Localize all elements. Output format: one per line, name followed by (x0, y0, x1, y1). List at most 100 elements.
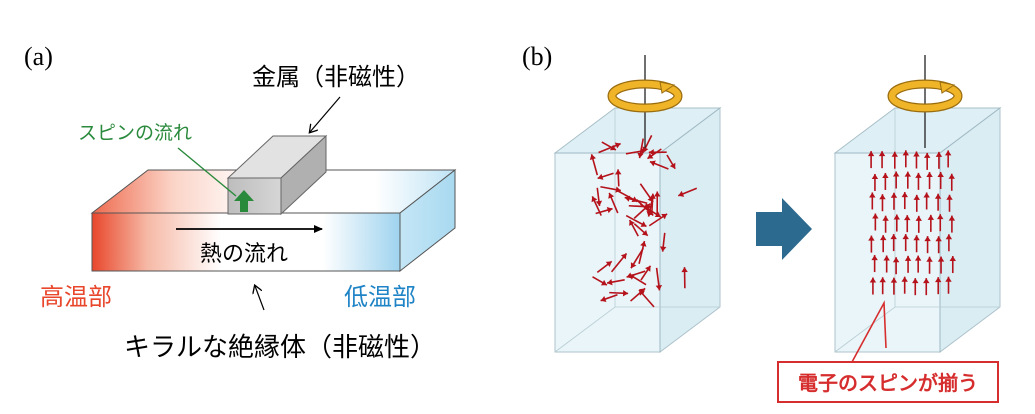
spin-arrow-head (600, 295, 607, 303)
spin-arrow-head (926, 172, 933, 178)
spin-arrow-head (647, 153, 654, 159)
spin-arrow-head (641, 229, 648, 236)
spin-arrow-head (915, 215, 922, 221)
spin-arrow-head (904, 171, 912, 177)
metal-label: 金属（非磁性） (252, 63, 420, 91)
spin-arrow-head (879, 235, 887, 241)
spin-arrow-head (923, 152, 931, 158)
spin-arrow-head (901, 192, 908, 198)
panel-b-label: (b) (522, 42, 552, 71)
spin-arrow-head (609, 144, 616, 151)
spin-arrow-head (902, 234, 909, 240)
spin-arrow-head (640, 148, 647, 155)
insulator-label: キラルな絶縁体（非磁性） (124, 333, 436, 363)
spin-arrow-head (591, 196, 598, 203)
spin-arrow-head (654, 191, 661, 197)
spin-arrow-head (660, 246, 667, 252)
spin-arrow-head (914, 255, 922, 261)
spin-arrow-head (655, 285, 663, 291)
spin-arrow-head (949, 256, 956, 262)
spin-arrow-head (589, 154, 596, 160)
spin-arrow-head (948, 173, 955, 179)
spin-arrow-head (872, 213, 879, 219)
hot-region-label: 高温部 (40, 283, 112, 311)
spin-arrow-head (890, 277, 898, 283)
callout-label: 電子のスピンが揃う (798, 371, 978, 395)
rotation-arrow-left-icon (607, 79, 683, 113)
spin-arrow-head (879, 277, 886, 283)
spin-arrow-head (927, 214, 935, 220)
spin-arrow-head (937, 172, 944, 178)
transition-arrow-icon (756, 198, 812, 260)
spin-arrow-head (871, 255, 878, 261)
spin-arrow-head (622, 290, 629, 297)
spin-arrow-head (926, 256, 933, 262)
spin-arrow-head (891, 151, 898, 157)
spin-arrow-head (605, 261, 612, 267)
spin-up-arrow-icon (234, 190, 254, 212)
spin-arrow-head (595, 200, 603, 207)
spin-arrow-head (879, 194, 886, 200)
metal-pointer (310, 96, 341, 132)
random-spin-cube (553, 107, 722, 353)
spin-arrow-head (606, 206, 613, 214)
spin-arrow-head (871, 173, 879, 179)
spin-arrow-head (869, 192, 876, 198)
spin-arrow-head (869, 277, 877, 283)
spin-arrow-head (890, 234, 897, 240)
spin-arrow-head (640, 241, 647, 247)
spin-arrow-head (948, 215, 956, 221)
spin-arrow-head (923, 192, 930, 198)
spin-arrow-head (945, 276, 952, 282)
spin-arrow-head (883, 255, 890, 261)
spin-arrow-head (892, 171, 900, 177)
insulator-pointer (255, 286, 265, 311)
cold-region-label: 低温部 (344, 283, 416, 311)
aligned-spin-arrows (867, 150, 956, 296)
spin-arrow-head (868, 235, 875, 241)
aligned-spin-cube (833, 107, 1002, 353)
spin-arrow-head (647, 209, 654, 216)
spin-arrow-head (681, 267, 688, 273)
spin-arrow-head (892, 257, 900, 263)
rotation-arrow-right-icon (887, 79, 963, 113)
spin-arrow-head (904, 215, 911, 221)
spin-arrow-head (946, 194, 953, 200)
spin-arrow-head (615, 186, 621, 193)
spin-arrow-head (882, 172, 889, 178)
spin-arrow-head (607, 279, 613, 286)
spin-arrow-head (640, 221, 647, 227)
metal-bar-front (227, 177, 282, 215)
spin-arrow-head (624, 195, 631, 202)
spin-arrow-head (901, 276, 908, 282)
spin-arrow-head (913, 194, 920, 200)
heat-flow-label: 熱の流れ (200, 242, 288, 267)
spin-arrow-head (600, 279, 607, 286)
spin-arrow-head (649, 160, 656, 167)
spin-arrow-head (614, 142, 621, 149)
spin-arrow-head (648, 149, 654, 156)
metal-bar-side (280, 134, 327, 216)
spin-arrow-head (639, 289, 645, 296)
spin-arrow-head (878, 151, 886, 157)
spin-arrow-head (937, 256, 945, 262)
spin-arrow-head (629, 220, 635, 226)
spin-arrow-head (867, 151, 875, 157)
spin-arrow-head (608, 192, 615, 199)
spin-arrow-head (944, 150, 952, 156)
callout-box (777, 361, 999, 403)
spin-arrow-head (924, 236, 931, 242)
spin-arrow-head (913, 235, 920, 241)
spin-arrow-head (654, 211, 661, 217)
spin-arrow-head (620, 253, 627, 260)
spin-arrow-head (678, 190, 685, 197)
spin-arrow-head (893, 214, 901, 220)
spin-arrow-head (645, 265, 651, 272)
spin-arrow-head (935, 236, 942, 242)
spin-arrow-head (935, 277, 942, 283)
spin-arrow-head (597, 173, 604, 180)
spin-arrow-head (904, 255, 912, 261)
spin-arrow-head (902, 150, 910, 156)
spin-arrow-head (937, 214, 944, 220)
